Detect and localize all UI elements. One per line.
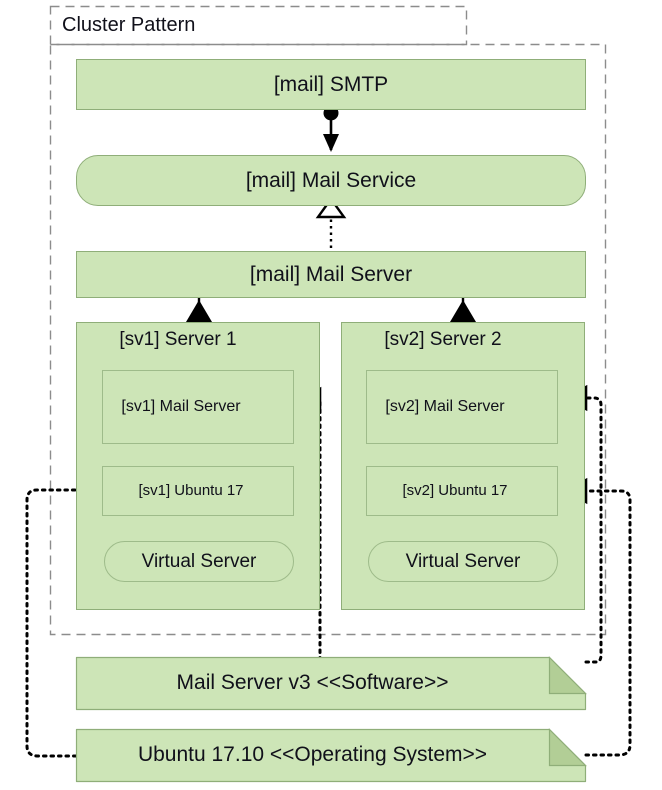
connector-smtp-to-mail-service (323, 105, 339, 152)
node-label: [mail] SMTP (273, 72, 389, 96)
node-label: [sv2] Mail Server (385, 398, 505, 416)
node-sv2-ubuntu[interactable]: [sv2] Ubuntu 17 (366, 466, 558, 516)
node-mail-service[interactable]: [mail] Mail Service (76, 155, 586, 206)
artifact-label-operating-system: Ubuntu 17.10 <<Operating System>> (76, 729, 549, 781)
cluster-frame-boundary (49, 43, 607, 636)
node-label: [sv1] Ubuntu 17 (138, 481, 244, 499)
artifact-label-software: Mail Server v3 <<Software>> (76, 657, 549, 709)
frame-title-box (49, 5, 468, 46)
node-label: [sv1] Mail Server (121, 398, 241, 416)
node-label: Virtual Server (405, 550, 521, 572)
node-label: [mail] Mail Server (249, 262, 413, 286)
node-label: [mail] Mail Service (245, 168, 417, 192)
artifact-text: Mail Server v3 <<Software>> (176, 671, 449, 694)
node-label: Virtual Server (141, 550, 257, 572)
node-virtual-server-2[interactable]: Virtual Server (368, 541, 558, 582)
node-sv1-ubuntu[interactable]: [sv1] Ubuntu 17 (102, 466, 294, 516)
page-title: Cluster Pattern (62, 14, 196, 36)
node-mail-smtp[interactable]: [mail] SMTP (76, 59, 586, 110)
artifact-text: Ubuntu 17.10 <<Operating System>> (137, 743, 488, 766)
node-sv1-mail-server[interactable]: [sv1] Mail Server (102, 370, 294, 444)
node-label: [sv2] Server 2 (384, 329, 502, 350)
connector-realization-mail-server (315, 196, 347, 248)
artifact-shape-software[interactable] (75, 656, 587, 711)
node-sv2-mail-server[interactable]: [sv2] Mail Server (366, 370, 558, 444)
node-label: [sv2] Ubuntu 17 (402, 481, 508, 499)
node-virtual-server-1[interactable]: Virtual Server (104, 541, 294, 582)
artifact-shape-operating-system[interactable] (75, 728, 587, 783)
node-label: [sv1] Server 1 (119, 329, 237, 350)
node-mail-server[interactable]: [mail] Mail Server (76, 251, 586, 298)
